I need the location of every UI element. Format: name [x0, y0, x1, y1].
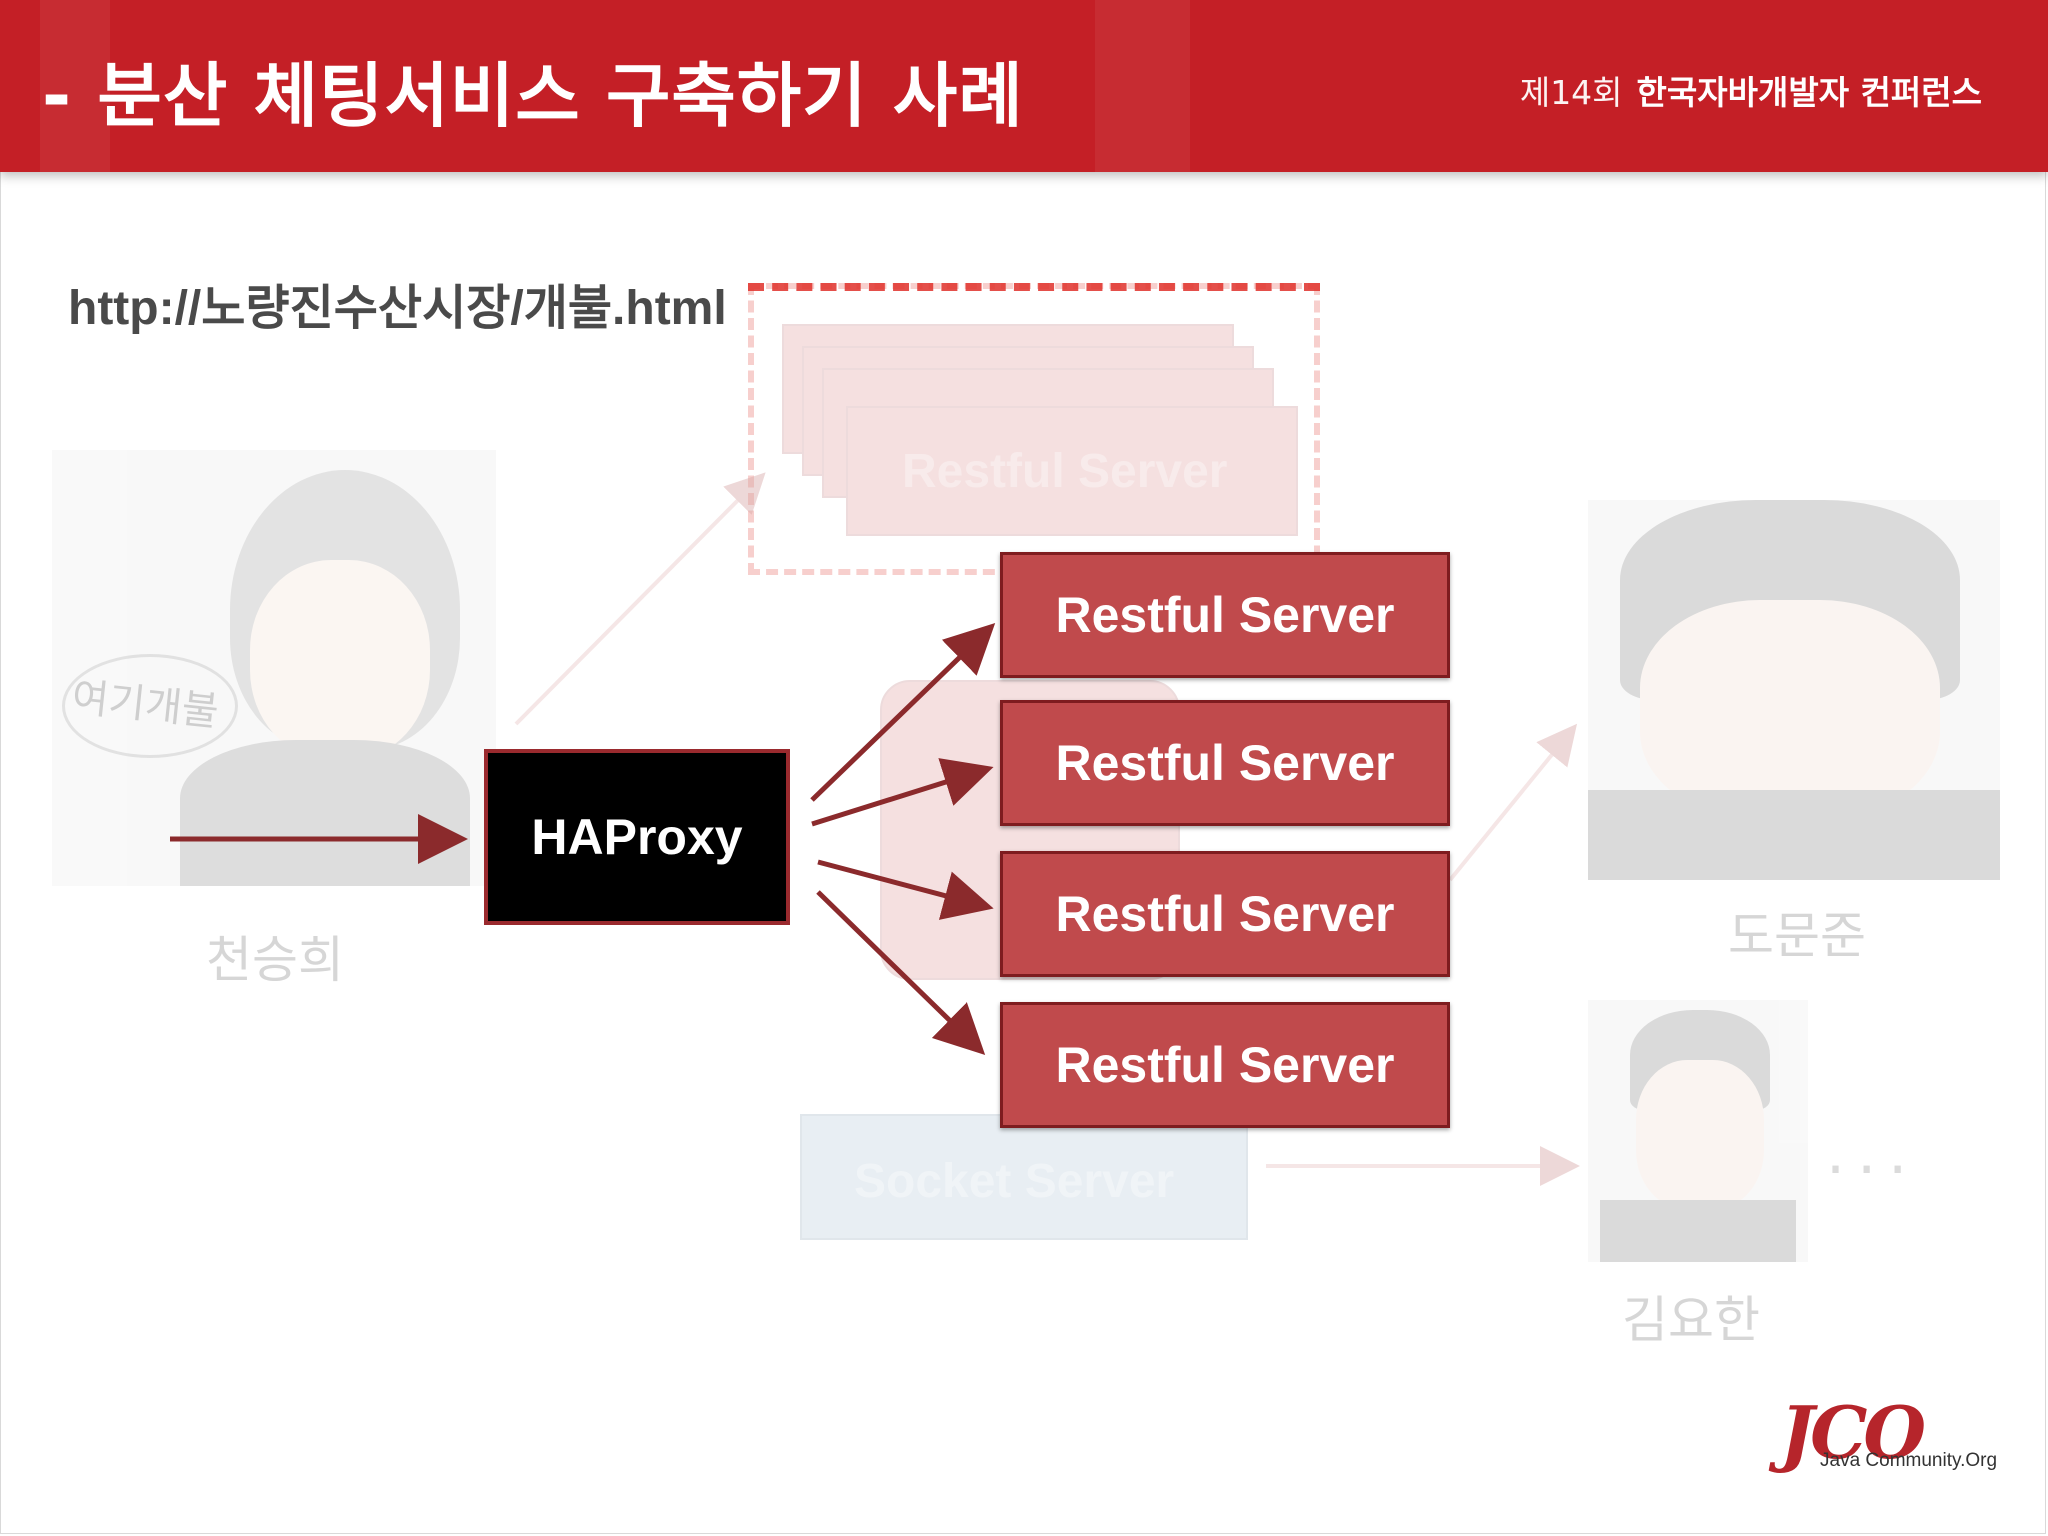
person-image [1588, 1000, 1808, 1262]
right-bottom-person-name: 김요한 [1622, 1291, 1760, 1349]
server-label: Restful Server [1055, 587, 1395, 643]
jco-logo: JCO Java Community.Org [1780, 1390, 2010, 1490]
server-label: Restful Server [1055, 1037, 1395, 1093]
left-person-name: 천승희 [206, 931, 344, 989]
arrow-proxy-to-server-3 [817, 859, 994, 920]
faded-arrow [1448, 723, 1578, 882]
right-top-person-name: 도문준 [1728, 907, 1866, 965]
ghost-socket-server-box [800, 1114, 1248, 1240]
ghost-server-box [822, 368, 1274, 498]
conference-number: 제14회 [1519, 73, 1623, 112]
faded-arrows [514, 472, 1580, 1186]
restful-server-1: Restful Server [1000, 552, 1450, 678]
logo-mark: JCO [1780, 1390, 1926, 1475]
person-face [250, 560, 430, 760]
highlight-dashed-top [748, 283, 1320, 291]
arrow-proxy-to-server-1 [810, 623, 996, 802]
arrow-proxy-to-server-2 [811, 758, 994, 827]
speech-bubble [62, 654, 238, 758]
person-body [1600, 1200, 1796, 1262]
logo-text: Java Community.Org [1820, 1450, 1998, 1471]
restful-server-3: Restful Server [1000, 851, 1450, 977]
server-label: Restful Server [1055, 735, 1395, 791]
restful-server-4: Restful Server [1000, 1002, 1450, 1128]
restful-server-2: Restful Server [1000, 700, 1450, 826]
haproxy-box: HAProxy [484, 749, 790, 925]
header-decoration [1095, 0, 1190, 172]
person-face [1636, 1060, 1764, 1210]
person-body [1588, 790, 2000, 880]
conference-name: 한국자바개발자 컨퍼런스 [1636, 73, 1982, 112]
person-face [1640, 600, 1940, 820]
person-hair [230, 470, 460, 750]
url-text: http://노량진수산시장/개불.html [68, 282, 727, 335]
header-decoration [40, 0, 110, 172]
server-label: Restful Server [1055, 886, 1395, 942]
haproxy-label: HAProxy [531, 809, 743, 865]
more-people-ellipsis: ... [1826, 1118, 1920, 1188]
slide-title: - 분산 체팅서비스 구축하기 사례 [42, 55, 1024, 137]
ghost-server-box [782, 324, 1234, 454]
person-hair [1630, 1010, 1770, 1110]
conference-label: 제14회 한국자바개발자 컨퍼런스 [1520, 66, 1982, 114]
person-hair [1620, 500, 1960, 700]
ghost-server-box [802, 346, 1254, 476]
person-image [1588, 500, 2000, 880]
slide-header: - 분산 체팅서비스 구축하기 사례 제14회 한국자바개발자 컨퍼런스 [0, 0, 2048, 172]
ghost-socket-label: Socket Server [854, 1155, 1175, 1208]
faded-arrow [514, 472, 766, 726]
ghost-restful-label: Restful Server [902, 445, 1228, 498]
arrow-proxy-to-server-4 [816, 890, 986, 1055]
ghost-server-box [846, 406, 1298, 536]
